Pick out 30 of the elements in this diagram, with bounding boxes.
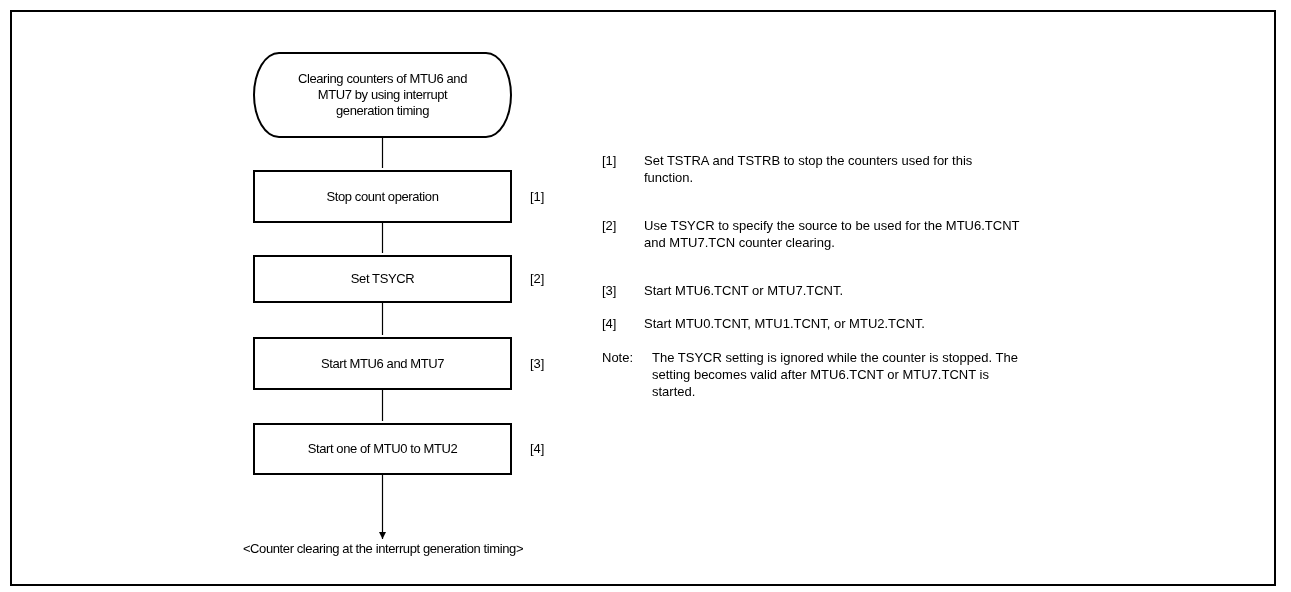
- note-number: [3]: [602, 282, 618, 299]
- process-box: [253, 337, 512, 390]
- arrow: [379, 474, 386, 540]
- note-number: Note:: [602, 349, 635, 366]
- note-text: Start MTU0.TCNT, MTU1.TCNT, or MTU2.TCNT.: [644, 315, 926, 332]
- process-text: Stop count operation: [326, 188, 439, 205]
- note-text: Start MTU6.TCNT or MTU7.TCNT.: [644, 282, 845, 299]
- note-number: [4]: [602, 315, 618, 332]
- note-text: Set TSTRA and TSTRB to stop the counters used for this function.: [644, 152, 974, 186]
- connector-line: [381, 389, 384, 422]
- process-box: [253, 423, 512, 475]
- note-text: The TSYCR setting is ignored while the counter is stopped. The setting becomes valid after MTU6.TCNT or MTU7.TCNT is started.: [652, 349, 1019, 400]
- step-number: [1]: [530, 188, 545, 204]
- process-text: Start one of MTU0 to MTU2: [307, 441, 458, 457]
- terminator-shape: [253, 52, 512, 138]
- process-box: [253, 255, 512, 303]
- note-number: [1]: [602, 152, 618, 169]
- connector-line: [381, 222, 384, 254]
- process-text: Start MTU6 and MTU7: [320, 355, 445, 372]
- step-number: [2]: [530, 271, 545, 286]
- end-text: <Counter clearing at the interrupt generation timing>: [242, 541, 524, 557]
- note-number: [2]: [602, 217, 618, 234]
- process-box: [253, 170, 512, 223]
- step-number: [3]: [530, 355, 545, 371]
- connector-line: [381, 137, 384, 169]
- process-text: Set TSYCR: [350, 271, 415, 287]
- step-number: [4]: [530, 441, 545, 456]
- connector-line: [381, 302, 384, 336]
- terminator-text: Clearing counters of MTU6 and MTU7 by using interrupt generation timing: [296, 71, 468, 119]
- note-text: Use TSYCR to specify the source to be used for the MTU6.TCNT and MTU7.TCN counter clearing.: [644, 217, 1021, 251]
